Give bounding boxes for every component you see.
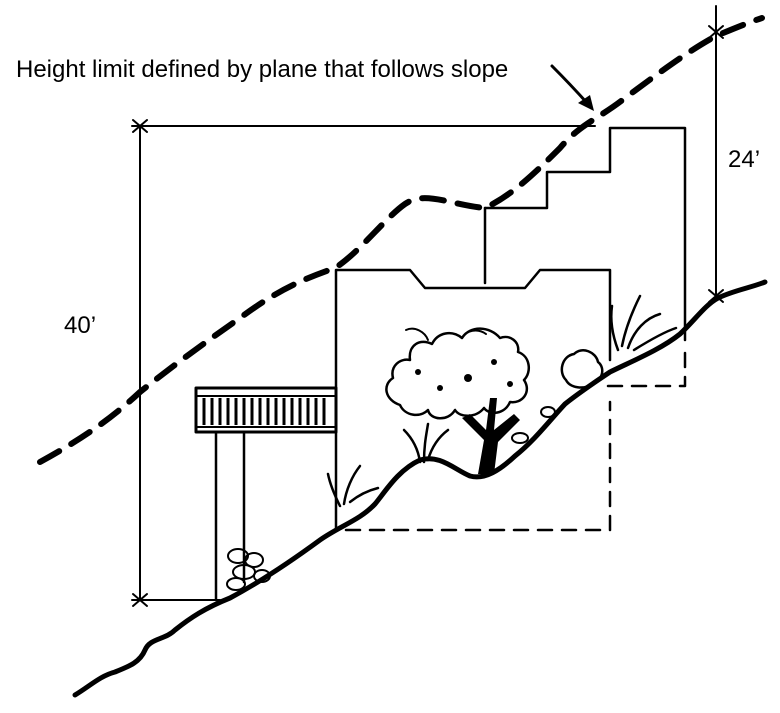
foundation-dashed-upper [606,342,687,388]
deck-railing [202,398,326,425]
height-limit-plane [37,15,765,465]
dimension-label-24ft: 24’ [728,146,760,173]
dimension-tick-top-left [132,119,148,133]
tree-trunk [462,398,520,474]
ground-slope-line [72,279,768,698]
grass-right [610,294,678,352]
foundation-dashed-lower [344,400,612,532]
rocks [226,406,556,591]
height-limit-label: Height limit defined by plane that follo… [16,56,508,83]
upper-building-outline [483,126,687,342]
tree [385,327,531,474]
annotation-arrow [550,64,590,106]
shrub-right-top [560,349,604,389]
grass-center [402,422,450,464]
annotation-arrowhead [578,95,594,111]
main-building-outline [334,268,612,530]
dimension-label-40ft: 40’ [64,312,96,339]
deck [194,386,338,602]
dimension-tick-top-right [708,25,724,39]
grass-left [326,464,380,508]
dimension-tick-bottom-left [132,593,148,607]
